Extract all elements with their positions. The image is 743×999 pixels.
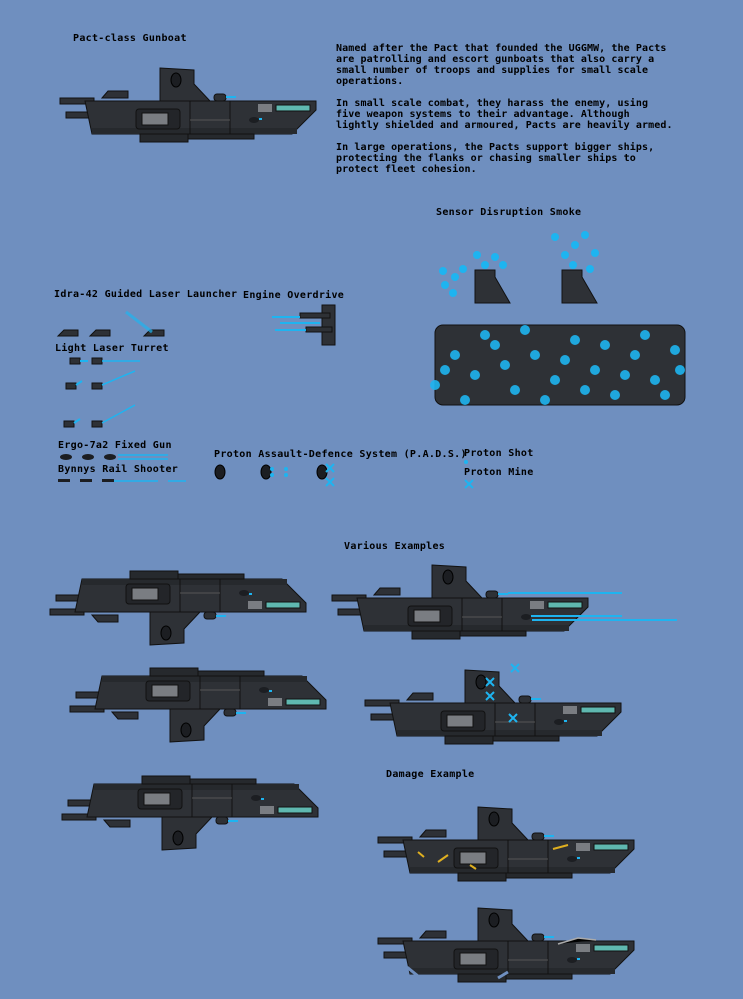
proton-shot-icon bbox=[464, 460, 468, 464]
example-ship-1 bbox=[49, 570, 307, 646]
pads-icons bbox=[214, 463, 335, 487]
section-proton-mine: Proton Mine bbox=[464, 467, 534, 478]
ship-title: Pact-class Gunboat bbox=[73, 33, 187, 44]
damage-ship-1 bbox=[377, 806, 635, 882]
section-fixed-gun: Ergo-7a2 Fixed Gun bbox=[58, 440, 172, 451]
damage-ship-2 bbox=[377, 907, 635, 983]
engine-overdrive-icon bbox=[272, 304, 336, 346]
description-paragraph: Named after the Pact that founded the UG… bbox=[336, 43, 667, 87]
example-ship-3 bbox=[61, 775, 319, 851]
example-ship-2 bbox=[69, 667, 327, 743]
light-laser-turret-icons bbox=[63, 357, 140, 428]
section-pads: Proton Assault-Defence System (P.A.D.S.) bbox=[214, 449, 467, 460]
example-ship-5 bbox=[364, 663, 622, 745]
ship-description: Named after the Pact that founded the UG… bbox=[336, 43, 676, 186]
section-proton-shot: Proton Shot bbox=[464, 448, 534, 459]
section-guided-laser: Idra-42 Guided Laser Launcher bbox=[54, 289, 238, 300]
fixed-gun-icons bbox=[60, 454, 168, 460]
rail-shooter-icons bbox=[58, 479, 186, 482]
main-ship-illustration bbox=[59, 67, 317, 143]
description-paragraph: In large operations, the Pacts support b… bbox=[336, 142, 655, 175]
section-damage-example: Damage Example bbox=[386, 769, 475, 780]
section-sensor-smoke: Sensor Disruption Smoke bbox=[436, 207, 582, 218]
proton-mine-icon bbox=[464, 479, 474, 489]
section-various-examples: Various Examples bbox=[344, 541, 446, 552]
guided-laser-icons bbox=[56, 310, 165, 337]
section-light-laser-turret: Light Laser Turret bbox=[55, 343, 169, 354]
example-ship-4 bbox=[331, 564, 677, 640]
description-paragraph: In small scale combat, they harass the e… bbox=[336, 98, 673, 131]
section-rail-shooter: Bynnys Rail Shooter bbox=[58, 464, 179, 475]
section-engine-overdrive: Engine Overdrive bbox=[243, 290, 345, 301]
smoke-illustration bbox=[430, 231, 686, 406]
